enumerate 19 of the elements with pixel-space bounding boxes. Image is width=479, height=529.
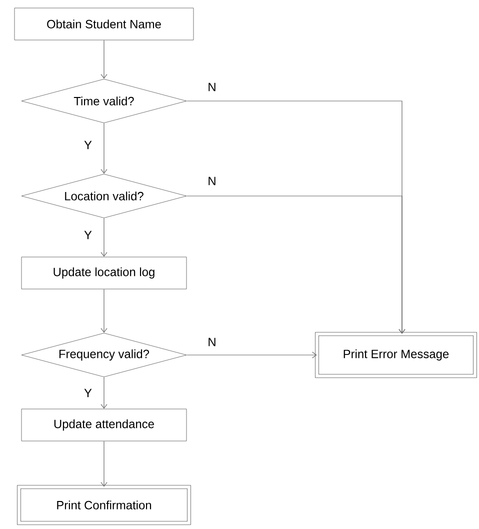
arrow bbox=[186, 196, 406, 334]
terminal-box: Print Confirmation bbox=[17, 485, 191, 525]
edge-label: Y bbox=[83, 388, 93, 398]
edge-label: Y bbox=[83, 230, 93, 240]
arrow bbox=[100, 440, 108, 487]
edge-label: N bbox=[206, 176, 218, 186]
arrow bbox=[100, 288, 108, 333]
arrow bbox=[100, 218, 108, 257]
arrow bbox=[100, 40, 108, 79]
arrow bbox=[100, 376, 108, 409]
arrow bbox=[100, 122, 108, 174]
process-box: Update attendance bbox=[21, 408, 187, 442]
terminal-box: Print Error Message bbox=[315, 332, 477, 378]
edge-label: N bbox=[206, 336, 218, 348]
arrow bbox=[186, 352, 317, 358]
edge-label: Y bbox=[83, 140, 93, 150]
process-box: Update location log bbox=[21, 256, 187, 290]
edge-label: N bbox=[206, 82, 218, 92]
process-box: Obtain Student Name bbox=[14, 8, 194, 40]
